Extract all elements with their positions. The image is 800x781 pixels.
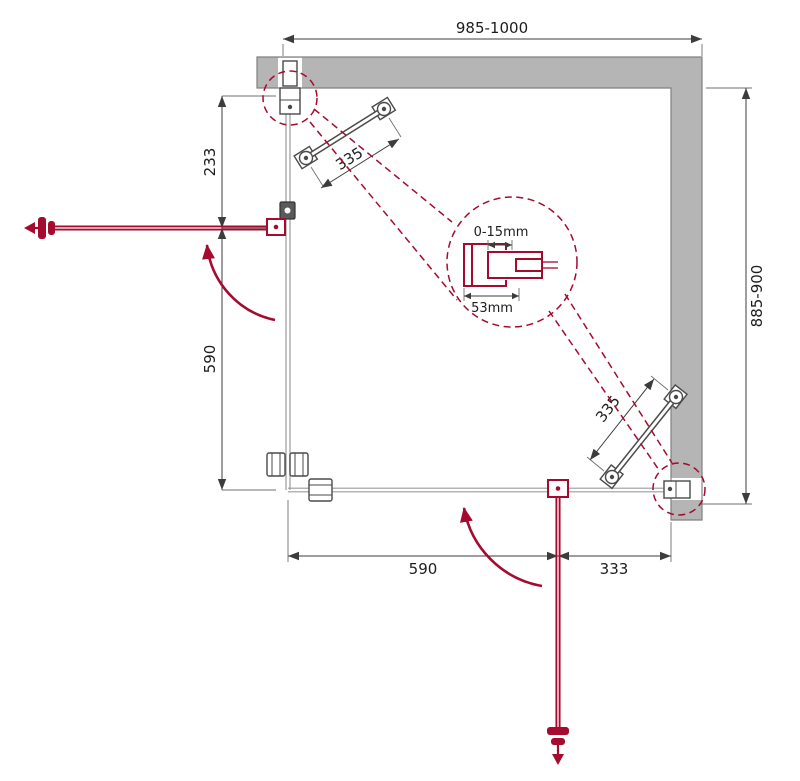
detail-dimensions: 0-15mm 53mm [463, 225, 529, 316]
detail-profile-drawing [463, 243, 558, 287]
wall-profile-bottom-right [663, 480, 691, 499]
door-left-handle [24, 217, 55, 239]
dimension-annotations: 985-1000 885-900 233 590 590 [201, 19, 766, 578]
door-bottom-swing-arc [460, 507, 543, 588]
door-left-pivot-bracket [266, 218, 286, 236]
door-left [24, 217, 286, 322]
wall-profile-top-left [279, 60, 301, 115]
glass-clamps [266, 452, 333, 502]
door-bottom-pivot-bracket [547, 479, 569, 498]
door-left-swing-arc [202, 244, 276, 322]
dim-right-depth-label: 885-900 [748, 265, 766, 328]
dim-top-width-label: 985-1000 [456, 19, 528, 37]
dim-top-width: 985-1000 [282, 19, 703, 56]
dim-bottom-left-label: 590 [409, 560, 438, 578]
callout-circle-bottom-right [652, 462, 706, 516]
dim-left-upper: 233 [201, 95, 276, 229]
support-arm-top: 335 [293, 96, 402, 189]
detail-magnifier-circle [446, 196, 578, 328]
clamp-bottom-panel [308, 478, 333, 502]
dim-bottom-right-label: 333 [600, 560, 629, 578]
clamp-left-pair [266, 452, 309, 477]
callout-leader-lines [309, 108, 673, 471]
detail-adjust-range-label: 0-15mm [474, 225, 529, 240]
hinge-left-panel [279, 201, 296, 220]
dim-left-lower-label: 590 [201, 345, 219, 374]
dim-right-depth: 885-900 [700, 87, 766, 505]
detail-callout: 0-15mm 53mm [262, 70, 706, 516]
wall-l-shape [256, 56, 703, 521]
glass-panels [285, 114, 686, 493]
detail-profile-width-label: 53mm [471, 301, 513, 316]
callout-circle-top-left [262, 70, 318, 126]
door-bottom [460, 479, 569, 765]
dim-bottom: 590 333 [287, 500, 672, 578]
door-bottom-handle [547, 727, 569, 765]
dim-left-upper-label: 233 [201, 148, 219, 177]
dim-left-lower: 590 [201, 228, 276, 491]
